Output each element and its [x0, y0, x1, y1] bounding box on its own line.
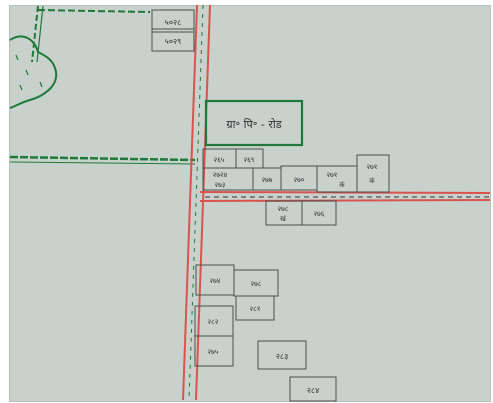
- parcel-p2[interactable]: ५०२९: [151, 28, 195, 52]
- parcel-p4[interactable]: २६९: [235, 148, 264, 169]
- green-left-road-edge: [9, 161, 196, 165]
- parcel-label: २७०: [294, 176, 305, 184]
- parcel-p18[interactable]: २८४: [289, 376, 337, 402]
- parcel-p17[interactable]: २८३: [257, 340, 307, 370]
- parcel-p1[interactable]: ५०२८: [151, 9, 195, 33]
- parcel-label: ५०२९: [165, 37, 182, 46]
- green-left-road: [9, 155, 196, 162]
- road-label-box: [204, 99, 304, 147]
- parcel-label: २७४: [210, 277, 221, 285]
- green-top-boundary: [37, 9, 151, 13]
- pond-dashes: [15, 54, 43, 91]
- red-vertical-road-left: [182, 4, 198, 401]
- green-vertical-boundary: [31, 5, 39, 63]
- parcel-label: २७८: [251, 280, 262, 288]
- parcel-p5[interactable]: २७२४ २७३: [202, 167, 254, 191]
- parcel-label: कं: [339, 181, 345, 189]
- parcel-label: २७१: [367, 163, 378, 171]
- parcel-p3[interactable]: २६५: [202, 148, 237, 169]
- parcel-label: २७२४: [213, 171, 228, 179]
- parcel-p14[interactable]: २८१: [235, 295, 275, 321]
- parcel-label: २७८: [278, 205, 289, 213]
- parcel-p11[interactable]: २७६: [301, 200, 337, 226]
- parcel-label: २७५: [208, 348, 219, 356]
- parcel-p12[interactable]: २७४: [195, 264, 235, 296]
- parcel-label: कं: [369, 177, 375, 185]
- red-horizontal-road-bottom: [199, 199, 491, 202]
- parcel-p15[interactable]: २८२: [194, 305, 234, 337]
- parcel-p10[interactable]: २७८ खं: [265, 200, 303, 226]
- parcel-label: २७३: [215, 181, 226, 189]
- red-vertical-road-right: [195, 4, 211, 401]
- parcel-p6[interactable]: २७७: [252, 167, 282, 191]
- green-vertical-boundary-2: [36, 5, 44, 63]
- red-vertical-road-center: [188, 4, 204, 401]
- parcel-p8[interactable]: २७१ कं: [316, 165, 358, 193]
- map-frame: [9, 5, 491, 402]
- parcel-label: २८१: [250, 305, 261, 313]
- parcel-p13[interactable]: २७८: [233, 269, 279, 297]
- road-label: ग्रा॰ पि॰ - रोड: [226, 118, 281, 131]
- parcel-label: २७७: [262, 176, 273, 184]
- parcel-label: २७६: [314, 210, 325, 218]
- parcel-label: ५०२८: [165, 18, 182, 27]
- parcel-label: २६५: [214, 156, 225, 164]
- parcel-label: २८३: [276, 352, 288, 361]
- parcel-p9[interactable]: २७१ कं: [356, 154, 390, 193]
- parcel-p7[interactable]: २७०: [280, 165, 318, 191]
- parcel-label: २७१: [327, 171, 338, 179]
- parcel-label: २८२: [208, 318, 219, 326]
- pond-boundary: [9, 35, 58, 109]
- parcel-p16[interactable]: २७५: [194, 335, 234, 367]
- parcel-label: २८४: [307, 386, 319, 395]
- parcel-label: २६९: [244, 156, 255, 164]
- parcel-label: खं: [280, 215, 286, 223]
